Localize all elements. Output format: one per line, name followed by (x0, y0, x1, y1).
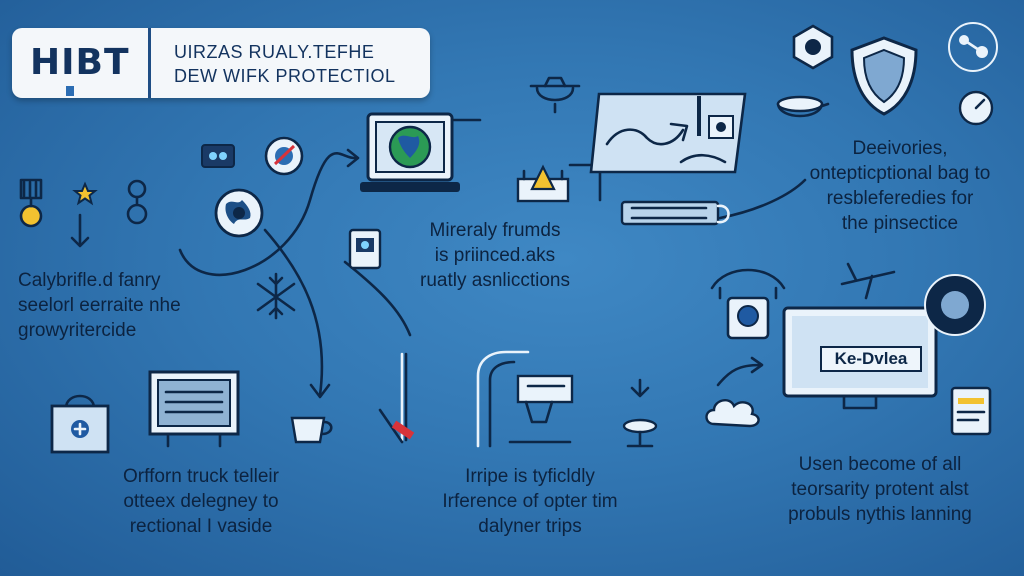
caption-right-top: Deeivories, ontepticptional bag to resbl… (809, 138, 991, 234)
caption-center-top: Mireraly frumds is priinced.aks ruatly a… (420, 220, 570, 291)
cloud-icon (705, 399, 760, 428)
bowl-icon (776, 95, 830, 118)
medal-icon (19, 178, 43, 228)
logo-text: HIBT (30, 42, 130, 83)
lamp-icon (622, 418, 658, 448)
barrier-icon (378, 352, 415, 444)
dome-icon (710, 268, 786, 340)
globe-emblem-icon (264, 136, 304, 176)
star-icon (72, 181, 98, 206)
globe-icon (214, 188, 264, 238)
banner-divider (148, 28, 151, 98)
snowflake-icon (256, 272, 296, 320)
laptop-globe-icon (360, 112, 460, 192)
photo-icon (201, 144, 235, 168)
shield-icon (850, 36, 918, 116)
caption-right-bottom: Usen become of all teorsarity protent al… (788, 454, 972, 525)
logo-accent (66, 86, 74, 96)
shopping-bag-icon (50, 394, 110, 454)
banner-title-line1: UIRZAS RUALY.TEFHE (174, 42, 375, 62)
title-banner: HIBT UIRZAS RUALY.TEFHE DEW WIFK PROTECT… (12, 28, 430, 98)
plane-icon (840, 262, 896, 300)
gear-avatar-icon (924, 274, 986, 336)
banner-title-line2: DEW WIFK PROTECTIOL (174, 66, 396, 86)
badge-icon (792, 24, 834, 70)
cup-icon (290, 416, 333, 444)
warning-sign-icon (516, 164, 570, 203)
dryer-icon (348, 228, 382, 270)
monitor-label: Ke-Dvlea (820, 346, 922, 372)
caption-center-bottom: Irripe is tyficldly Irference of opter t… (442, 466, 618, 537)
kettle-icon (529, 76, 581, 114)
gauge-icon (958, 90, 994, 126)
bin-icon (476, 350, 574, 448)
document-icon (950, 386, 992, 436)
caption-left-middle: Calybrifle.d fanry seelorl eerraite nhe … (18, 270, 181, 341)
money-icon (620, 200, 730, 226)
billboard-icon (148, 370, 240, 448)
network-icon (948, 22, 998, 72)
handshake-screen-icon (589, 92, 747, 174)
ring-icon (126, 179, 148, 225)
caption-left-bottom: Orfforn truck telleir otteex delegney to… (123, 466, 279, 537)
